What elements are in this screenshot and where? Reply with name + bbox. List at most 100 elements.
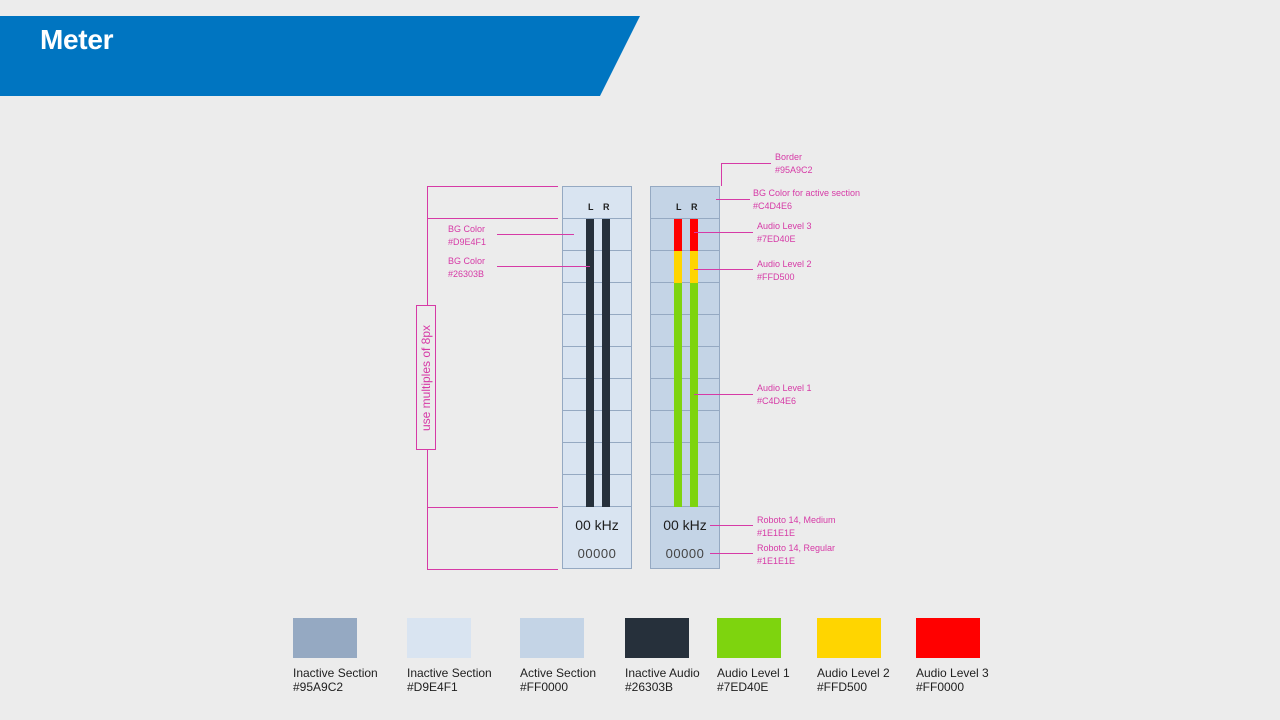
page-title: Meter bbox=[40, 24, 114, 55]
grid-row bbox=[563, 314, 631, 315]
grid-row bbox=[651, 506, 719, 507]
swatch-label: Inactive Audio #26303B bbox=[625, 666, 700, 694]
swatch-name: Audio Level 2 bbox=[817, 666, 890, 680]
font-regular-leader bbox=[710, 553, 753, 554]
swatch-name: Active Section bbox=[520, 666, 597, 680]
dimension-tick-bottom bbox=[427, 569, 558, 570]
swatch-name: Inactive Section bbox=[407, 666, 492, 680]
swatch-code: #7ED40E bbox=[717, 680, 769, 694]
swatch-color bbox=[520, 618, 584, 658]
dimension-tick-header bbox=[427, 218, 558, 219]
annotation-label: BG Color bbox=[448, 224, 486, 234]
inactive-bg-annotation: BG Color #D9E4F1 bbox=[448, 223, 486, 249]
annotation-label: Roboto 14, Regular bbox=[757, 543, 836, 553]
right-channel-label: R bbox=[691, 202, 698, 212]
grid-row bbox=[563, 378, 631, 379]
grid-row bbox=[563, 218, 631, 219]
swatch-name: Inactive Section bbox=[293, 666, 378, 680]
audio-level-3-leader bbox=[694, 232, 753, 233]
inactive-audio-leader bbox=[497, 266, 590, 267]
annotation-value: #7ED40E bbox=[757, 234, 796, 244]
swatch-color bbox=[717, 618, 781, 658]
swatch-label: Audio Level 1 #7ED40E bbox=[717, 666, 790, 694]
swatch-code: #FF0000 bbox=[916, 680, 965, 694]
annotation-value: #D9E4F1 bbox=[448, 237, 487, 247]
frequency-readout: 00 kHz bbox=[663, 517, 707, 533]
grid-row bbox=[651, 250, 719, 251]
swatch-label: Audio Level 2 #FFD500 bbox=[817, 666, 890, 694]
grid-row bbox=[651, 442, 719, 443]
annotation-value: #FFD500 bbox=[757, 272, 795, 282]
swatch-color bbox=[916, 618, 980, 658]
right-channel-label: R bbox=[603, 202, 610, 212]
swatch-color bbox=[625, 618, 689, 658]
annotation-label: Audio Level 3 bbox=[757, 221, 812, 231]
annotation-value: #1E1E1E bbox=[757, 556, 796, 566]
border-leader-vertical bbox=[721, 163, 722, 186]
grid-row bbox=[563, 346, 631, 347]
inactive-bg-leader bbox=[497, 234, 574, 235]
swatch-label: Inactive Section #95A9C2 bbox=[293, 666, 378, 694]
right-level-1-bar bbox=[690, 283, 698, 507]
swatch-label: Inactive Section #D9E4F1 bbox=[407, 666, 492, 694]
header-banner bbox=[0, 16, 640, 96]
grid-row bbox=[563, 250, 631, 251]
inactive-audio-annotation: BG Color #26303B bbox=[448, 255, 485, 281]
right-audio-bar bbox=[602, 219, 610, 507]
annotation-label: BG Color for active section bbox=[753, 188, 861, 198]
audio-level-1-leader bbox=[694, 394, 753, 395]
dimension-tick-top bbox=[427, 186, 558, 187]
annotation-value: #C4D4E6 bbox=[753, 201, 793, 211]
active-bg-leader bbox=[716, 199, 750, 200]
annotation-value: #26303B bbox=[448, 269, 485, 279]
font-medium-annotation: Roboto 14, Medium #1E1E1E bbox=[757, 514, 836, 540]
swatch-label: Audio Level 3 #FF0000 bbox=[916, 666, 989, 694]
right-level-3-bar bbox=[690, 219, 698, 251]
grid-row bbox=[563, 282, 631, 283]
grid-row bbox=[651, 346, 719, 347]
swatch-audio-level-1: Audio Level 1 #7ED40E bbox=[717, 618, 790, 694]
audio-level-2-leader bbox=[694, 269, 753, 270]
grid-row bbox=[563, 506, 631, 507]
swatch-active-section: Active Section #FF0000 bbox=[520, 618, 596, 694]
swatch-code: #D9E4F1 bbox=[407, 680, 458, 694]
annotation-value: #C4D4E6 bbox=[757, 396, 797, 406]
grid-row bbox=[651, 314, 719, 315]
swatch-name: Audio Level 1 bbox=[717, 666, 790, 680]
annotation-label: Border bbox=[775, 152, 803, 162]
border-leader bbox=[721, 163, 771, 164]
swatch-code: #FFD500 bbox=[817, 680, 868, 694]
annotation-value: #95A9C2 bbox=[775, 165, 813, 175]
grid-row bbox=[651, 282, 719, 283]
frequency-readout: 00 kHz bbox=[575, 517, 619, 533]
swatch-audio-level-2: Audio Level 2 #FFD500 bbox=[817, 618, 890, 694]
left-audio-bar bbox=[586, 219, 594, 507]
audio-level-2-annotation: Audio Level 2 #FFD500 bbox=[757, 258, 812, 284]
left-level-1-bar bbox=[674, 283, 682, 507]
swatch-inactive-section-bg: Inactive Section #D9E4F1 bbox=[407, 618, 492, 694]
swatch-name: Inactive Audio bbox=[625, 666, 700, 680]
counter-readout: 00000 bbox=[577, 546, 617, 561]
annotation-label: Roboto 14, Medium bbox=[757, 515, 836, 525]
swatch-color bbox=[407, 618, 471, 658]
grid-row bbox=[651, 378, 719, 379]
grid-row bbox=[651, 218, 719, 219]
dimension-note-box: use multiples of 8px bbox=[416, 305, 436, 450]
font-medium-leader bbox=[710, 525, 753, 526]
grid-row bbox=[651, 410, 719, 411]
border-annotation: Border #95A9C2 bbox=[775, 151, 813, 177]
active-bg-annotation: BG Color for active section #C4D4E6 bbox=[753, 187, 860, 213]
swatch-inactive-section: Inactive Section #95A9C2 bbox=[293, 618, 378, 694]
counter-readout: 00000 bbox=[665, 546, 705, 561]
grid-row bbox=[563, 410, 631, 411]
dimension-note: use multiples of 8px bbox=[419, 324, 433, 431]
active-meter: L R 00 kHz 00000 bbox=[650, 186, 720, 569]
swatch-audio-level-3: Audio Level 3 #FF0000 bbox=[916, 618, 989, 694]
audio-level-3-annotation: Audio Level 3 #7ED40E bbox=[757, 220, 812, 246]
swatch-name: Audio Level 3 bbox=[916, 666, 989, 680]
annotation-value: #1E1E1E bbox=[757, 528, 796, 538]
grid-row bbox=[651, 474, 719, 475]
audio-level-1-annotation: Audio Level 1 #C4D4E6 bbox=[757, 382, 812, 408]
left-level-3-bar bbox=[674, 219, 682, 251]
swatch-color bbox=[293, 618, 357, 658]
